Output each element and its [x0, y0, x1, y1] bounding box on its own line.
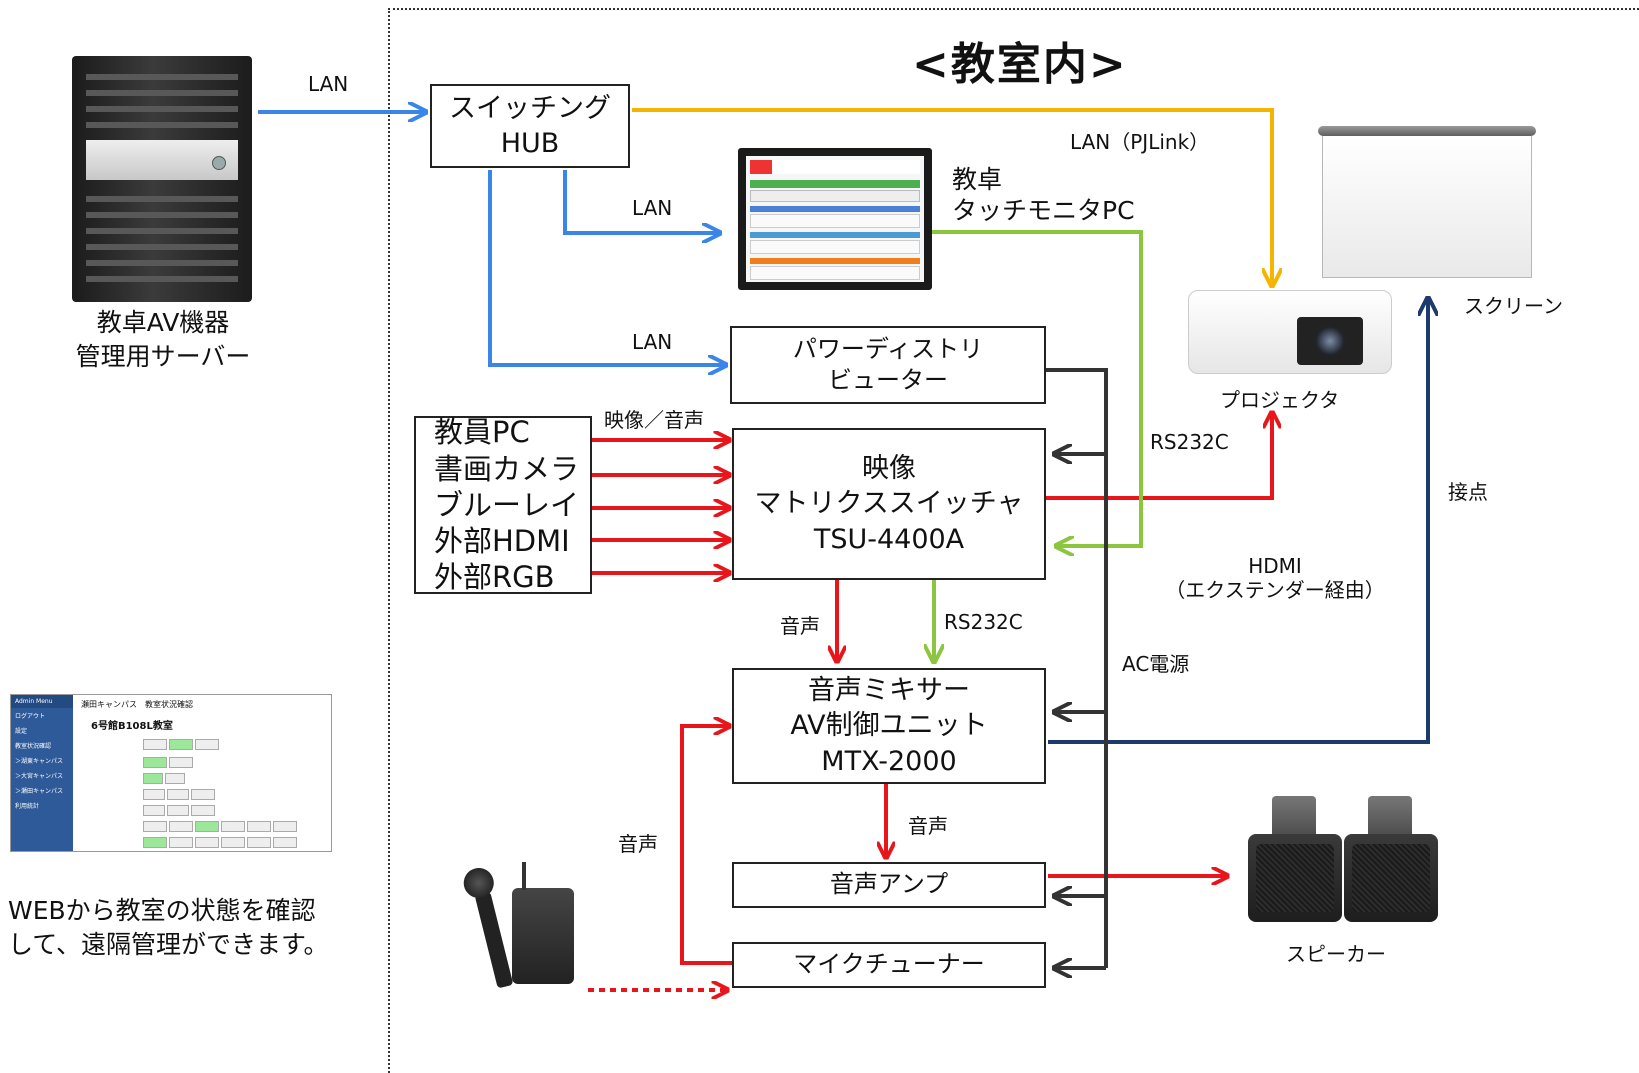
label-audio-mic: 音声	[618, 832, 658, 856]
switching-hub-box: スイッチング HUB	[430, 84, 630, 168]
label-rs232c-mixer: RS232C	[944, 610, 1023, 634]
classroom-title: <教室内>	[912, 39, 1128, 90]
power-distributor-box: パワーディストリ ビューター	[730, 326, 1046, 404]
label-audio-amp: 音声	[908, 814, 948, 838]
label-lan-server: LAN	[308, 72, 349, 96]
projector-label: プロジェクタ	[1220, 388, 1340, 412]
speaker-right-image	[1344, 834, 1438, 922]
hdmi-matrix-to-projector	[1045, 414, 1272, 500]
label-lan-power: LAN	[632, 330, 673, 354]
touch-monitor-image	[738, 148, 932, 290]
screen-label: スクリーン	[1464, 294, 1563, 318]
lan-pjlink-hub-to-projector	[632, 108, 1272, 284]
audio-tuner-to-mixer	[680, 726, 732, 965]
label-audio-matrix: 音声	[780, 614, 820, 638]
label-ac-power: AC電源	[1122, 652, 1190, 676]
mic-tuner-box: マイクチューナー	[732, 942, 1046, 988]
lan-hub-to-power	[488, 170, 724, 365]
audio-amp-box: 音声アンプ	[732, 862, 1046, 908]
server-label: 教卓AV機器 管理用サーバー	[75, 308, 251, 371]
label-rs232c-projector: RS232C	[1150, 430, 1229, 454]
projector-image	[1188, 290, 1392, 374]
classroom-boundary	[388, 8, 1639, 1073]
label-lan-monitor: LAN	[632, 196, 673, 220]
touch-monitor-label: 教卓 タッチモニタPC	[952, 165, 1135, 226]
label-lan-pjlink: LAN（PJLink）	[1070, 130, 1210, 154]
matrix-switcher-box: 映像 マトリクススイッチャ TSU-4400A	[732, 428, 1046, 580]
lan-hub-to-monitor	[563, 170, 718, 233]
projection-screen-image	[1318, 126, 1536, 278]
rs232c-monitor-to-matrix	[932, 230, 1143, 546]
contact-mixer-to-screen	[1048, 300, 1428, 744]
wireless-transmitter-image	[512, 862, 574, 984]
label-contact: 接点	[1448, 480, 1488, 504]
speaker-left-image	[1248, 834, 1342, 922]
server-image	[72, 56, 252, 302]
ac-power-trunk	[1046, 368, 1108, 968]
web-admin-screenshot: Admin Menu ログアウト 設定 教室状況確認 ＞湖東キャンパス ＞大宮キ…	[10, 694, 332, 852]
label-hdmi: HDMI （エクステンダー経由）	[1165, 554, 1385, 602]
label-video-audio: 映像／音声	[604, 408, 704, 432]
speaker-label: スピーカー	[1286, 942, 1386, 966]
video-sources-box: 教員PC 書画カメラ ブルーレイ 外部HDMI 外部RGB	[414, 415, 592, 594]
web-caption: WEBから教室の状態を確認 して、遠隔管理ができます。	[8, 896, 329, 959]
audio-mixer-box: 音声ミキサー AV制御ユニット MTX-2000	[732, 668, 1046, 784]
